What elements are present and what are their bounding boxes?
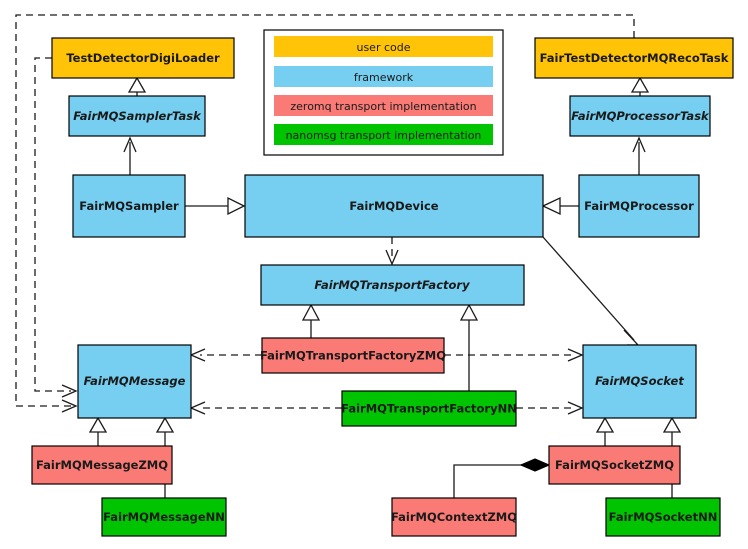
node-fairmqsamplertask[interactable]: FairMQSamplerTask bbox=[68, 95, 206, 137]
node-label-fairmqsocket: FairMQSocket bbox=[595, 374, 684, 388]
legend-swatch-user-code bbox=[274, 36, 493, 57]
node-label-fairmqmessagenn: FairMQMessageNN bbox=[103, 510, 225, 524]
node-label-fairmqsamplertask: FairMQSamplerTask bbox=[73, 109, 202, 123]
edge-tfzmq-to-socket bbox=[444, 348, 584, 362]
node-box-fairmqprocessor[interactable] bbox=[578, 174, 700, 238]
node-fairmqprocessor[interactable]: FairMQProcessor bbox=[578, 174, 700, 238]
node-label-fairtestdetectormqrecotask: FairTestDetectorMQRecoTask bbox=[540, 51, 729, 65]
node-fairmqsocketnn[interactable]: FairMQSocketNN bbox=[605, 497, 721, 537]
node-label-fairmqtransportfactory: FairMQTransportFactory bbox=[314, 278, 470, 292]
legend-swatch-nanomsg bbox=[274, 124, 493, 145]
legend-label-zeromq: zeromq transport implementation bbox=[290, 100, 476, 113]
node-label-fairmqtransportfactorynn: FairMQTransportFactoryNN bbox=[341, 402, 517, 416]
node-label-fairmqcontextzmq: FairMQContextZMQ bbox=[391, 510, 517, 524]
node-box-fairmqtransportfactoryzmq[interactable] bbox=[261, 337, 445, 374]
node-box-fairmqprocessortask[interactable] bbox=[569, 95, 711, 137]
node-box-fairmqtransportfactorynn[interactable] bbox=[341, 390, 517, 427]
legend-item-framework: framework bbox=[274, 66, 493, 87]
node-box-testdetectordigiloader[interactable] bbox=[51, 37, 235, 79]
edge-socketzmq-to-socket bbox=[595, 416, 615, 446]
node-box-fairmqsamplertask[interactable] bbox=[68, 95, 206, 137]
legend-item-nanomsg: nanomsg transport implementation bbox=[274, 124, 493, 145]
edge-contextzmq-to-socketzmq bbox=[453, 458, 551, 498]
node-label-fairmqsocketzmq: FairMQSocketZMQ bbox=[555, 458, 674, 472]
legend-item-zeromq: zeromq transport implementation bbox=[274, 95, 493, 116]
node-fairmqtransportfactory[interactable]: FairMQTransportFactory bbox=[260, 264, 525, 306]
node-box-fairmqsocketzmq[interactable] bbox=[548, 445, 681, 485]
edge-recotask-to-message bbox=[15, 14, 635, 413]
node-box-fairmqsampler[interactable] bbox=[72, 174, 186, 238]
node-fairmqmessagezmq[interactable]: FairMQMessageZMQ bbox=[31, 445, 173, 485]
node-label-fairmqsampler: FairMQSampler bbox=[79, 199, 179, 213]
edge-digiloader-to-message bbox=[34, 57, 78, 398]
node-label-fairmqdevice: FairMQDevice bbox=[349, 199, 438, 213]
legend: user code framework zeromq transport imp… bbox=[263, 29, 504, 156]
node-fairmqdevice[interactable]: FairMQDevice bbox=[244, 174, 544, 238]
edge-tfnn-to-socket bbox=[516, 401, 584, 415]
node-box-fairmqsocketnn[interactable] bbox=[605, 497, 721, 537]
node-fairmqtransportfactoryzmq[interactable]: FairMQTransportFactoryZMQ bbox=[260, 337, 446, 374]
node-fairmqsampler[interactable]: FairMQSampler bbox=[72, 174, 186, 238]
edge-processor-to-processortask bbox=[632, 136, 646, 175]
node-fairmqcontextzmq[interactable]: FairMQContextZMQ bbox=[391, 497, 517, 537]
legend-label-nanomsg: nanomsg transport implementation bbox=[286, 129, 482, 142]
node-label-fairmqprocessortask: FairMQProcessorTask bbox=[571, 109, 710, 123]
edge-processortask-to-recotask bbox=[630, 76, 650, 96]
node-box-fairmqmessagenn[interactable] bbox=[101, 497, 227, 537]
edge-tfzmq-to-transportfactory bbox=[301, 303, 321, 338]
node-layer: TestDetectorDigiLoader FairTestDetectorM… bbox=[31, 37, 734, 537]
edge-sampler-to-samplertask bbox=[123, 136, 137, 175]
edge-samplertask-to-digiloader bbox=[127, 76, 147, 96]
node-label-fairmqtransportfactoryzmq: FairMQTransportFactoryZMQ bbox=[260, 349, 446, 363]
legend-swatch-zeromq bbox=[274, 95, 493, 116]
node-label-fairmqmessagezmq: FairMQMessageZMQ bbox=[36, 458, 168, 472]
legend-label-user-code: user code bbox=[356, 41, 410, 54]
node-box-fairmqmessagezmq[interactable] bbox=[31, 445, 173, 485]
node-box-fairtestdetectormqrecotask[interactable] bbox=[534, 37, 734, 79]
node-box-fairmqsocket[interactable] bbox=[582, 344, 697, 419]
node-label-testdetectordigiloader: TestDetectorDigiLoader bbox=[66, 51, 220, 65]
node-fairmqprocessortask[interactable]: FairMQProcessorTask bbox=[569, 95, 711, 137]
node-box-fairmqmessage[interactable] bbox=[77, 344, 192, 419]
node-fairmqtransportfactorynn[interactable]: FairMQTransportFactoryNN bbox=[341, 390, 517, 427]
legend-swatch-framework bbox=[274, 66, 493, 87]
node-fairmqsocket[interactable]: FairMQSocket bbox=[582, 344, 697, 419]
node-fairmqsocketzmq[interactable]: FairMQSocketZMQ bbox=[548, 445, 681, 485]
edge-layer bbox=[15, 14, 682, 498]
node-box-fairmqtransportfactory[interactable] bbox=[260, 264, 525, 306]
node-label-fairmqprocessor: FairMQProcessor bbox=[584, 199, 694, 213]
node-label-fairmqsocketnn: FairMQSocketNN bbox=[609, 510, 718, 524]
edge-device-to-transportfactory bbox=[385, 237, 399, 266]
edge-processor-to-device bbox=[541, 196, 579, 216]
node-fairtestdetectormqrecotask[interactable]: FairTestDetectorMQRecoTask bbox=[534, 37, 734, 79]
node-label-fairmqmessage: FairMQMessage bbox=[84, 374, 186, 388]
node-box-fairmqcontextzmq[interactable] bbox=[391, 497, 517, 537]
legend-label-framework: framework bbox=[354, 71, 414, 84]
legend-item-user-code: user code bbox=[274, 36, 493, 57]
edge-messagezmq-to-message bbox=[88, 416, 108, 446]
node-testdetectordigiloader[interactable]: TestDetectorDigiLoader bbox=[51, 37, 235, 79]
edge-sampler-to-device bbox=[185, 196, 246, 216]
node-fairmqmessagenn[interactable]: FairMQMessageNN bbox=[101, 497, 227, 537]
node-fairmqmessage[interactable]: FairMQMessage bbox=[77, 344, 192, 419]
node-box-fairmqdevice[interactable] bbox=[244, 174, 544, 238]
